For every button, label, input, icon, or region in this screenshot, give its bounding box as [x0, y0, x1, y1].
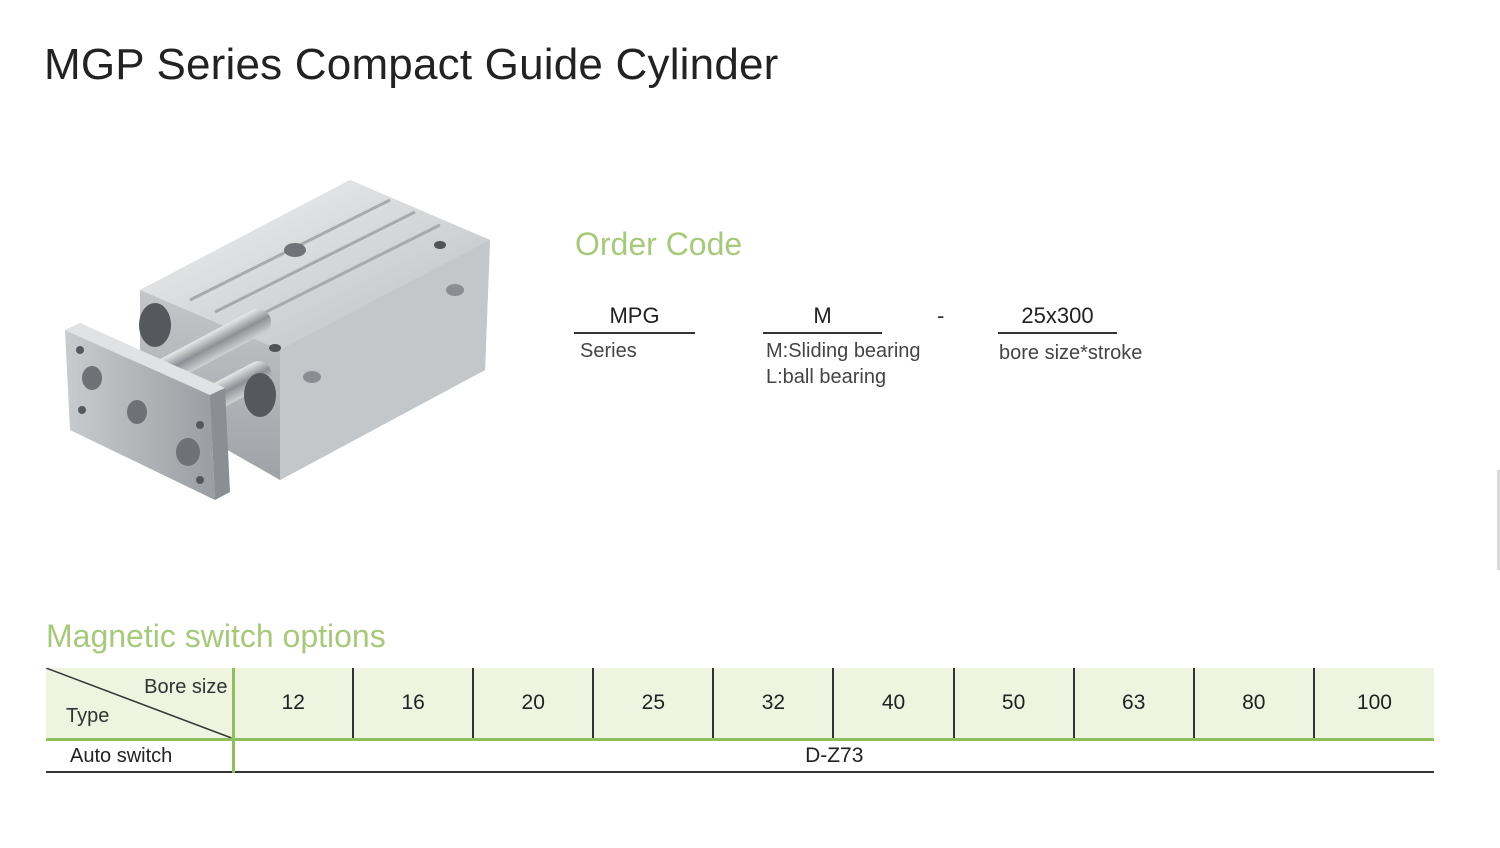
order-code-heading: Order Code	[575, 226, 743, 262]
bore-size-label: Bore size	[144, 676, 228, 698]
bore-size-cell: 16	[353, 668, 475, 741]
order-code-series: MPG Series	[574, 303, 695, 364]
bore-size-cell: 40	[833, 668, 955, 741]
bearing-desc-sliding: M:Sliding bearing	[766, 340, 921, 362]
order-code-size: 25x300 bore size*stroke	[998, 303, 1143, 366]
order-code-bearing: M M:Sliding bearing L:ball bearing	[763, 303, 921, 390]
corner-cell: Bore size Type	[46, 668, 235, 741]
series-code: MPG	[574, 303, 695, 334]
bore-size-cell: 12	[233, 668, 355, 741]
bearing-code: M	[763, 303, 882, 334]
bore-size-cell: 50	[953, 668, 1075, 741]
auto-switch-value: D-Z73	[233, 739, 1434, 773]
table-header-row: Bore size Type 12 16 20 25 32 40 50 63 8…	[46, 668, 1434, 741]
size-code: 25x300	[998, 303, 1117, 334]
page-edge-divider	[1497, 470, 1500, 570]
diagonal-divider	[46, 668, 232, 738]
type-label: Type	[66, 705, 110, 727]
size-desc: bore size*stroke	[999, 342, 1143, 364]
auto-switch-label: Auto switch	[46, 739, 235, 773]
bore-size-cell: 80	[1193, 668, 1315, 741]
bore-size-cell: 100	[1313, 668, 1434, 741]
cylinder-product-image	[65, 180, 490, 500]
bore-size-cell: 25	[593, 668, 715, 741]
series-desc: Series	[580, 340, 637, 362]
bore-size-cell: 20	[473, 668, 595, 741]
bore-size-cell: 63	[1073, 668, 1195, 741]
bore-size-cell: 32	[713, 668, 835, 741]
switch-options-table: Bore size Type 12 16 20 25 32 40 50 63 8…	[46, 668, 1434, 773]
bearing-desc-ball: L:ball bearing	[766, 366, 887, 388]
page-title: MGP Series Compact Guide Cylinder	[44, 40, 779, 89]
order-code-separator: -	[937, 303, 945, 328]
table-row: Auto switch D-Z73	[46, 739, 1434, 773]
switch-options-heading: Magnetic switch options	[46, 618, 386, 654]
